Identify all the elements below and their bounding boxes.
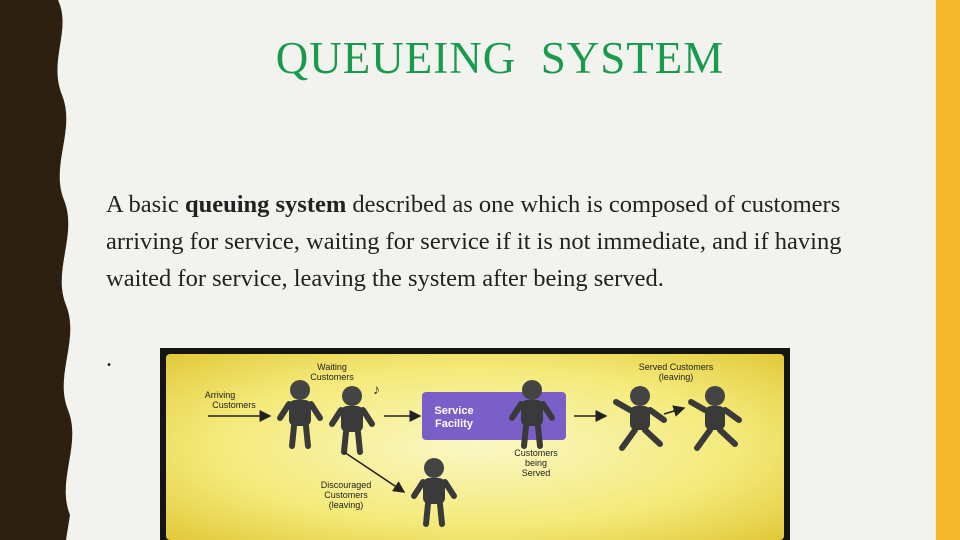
music-note-icon: ♪	[373, 383, 380, 398]
label-being-2: being	[525, 458, 547, 468]
left-wavy-band	[0, 0, 73, 540]
label-waiting-2: Customers	[310, 372, 354, 382]
diagram-background	[166, 354, 784, 540]
slide-title: QUEUEING SYSTEM	[275, 33, 725, 83]
label-served-2: (leaving)	[659, 372, 694, 382]
body-suffix: described as one which is composed of cu…	[106, 191, 842, 292]
arrow-discouraged	[343, 451, 406, 493]
label-discouraged-1: Discouraged	[321, 480, 372, 490]
label-arriving-2: Customers	[212, 400, 256, 410]
slide-body-text: A basic queuing system described as one …	[106, 186, 896, 297]
label-being-3: Served	[522, 468, 551, 478]
label-being-1: Customers	[514, 448, 558, 458]
label-served-1: Served Customers	[639, 362, 714, 372]
label-discouraged-3: (leaving)	[329, 500, 364, 510]
label-discouraged-2: Customers	[324, 490, 368, 500]
body-prefix: A basic	[106, 191, 185, 218]
label-waiting-1: Waiting	[317, 362, 347, 372]
body-highlight: queuing system	[184, 191, 347, 218]
bullet-dot: .	[106, 346, 112, 372]
service-label-2: Facility	[435, 418, 474, 430]
arrow-served-between	[663, 405, 686, 417]
queue-diagram: Arriving Customers Waiting Customers ♪ S…	[160, 348, 790, 540]
label-arriving-1: Arriving	[205, 390, 236, 400]
service-label-1: Service	[434, 405, 473, 417]
right-accent-band	[936, 0, 960, 540]
